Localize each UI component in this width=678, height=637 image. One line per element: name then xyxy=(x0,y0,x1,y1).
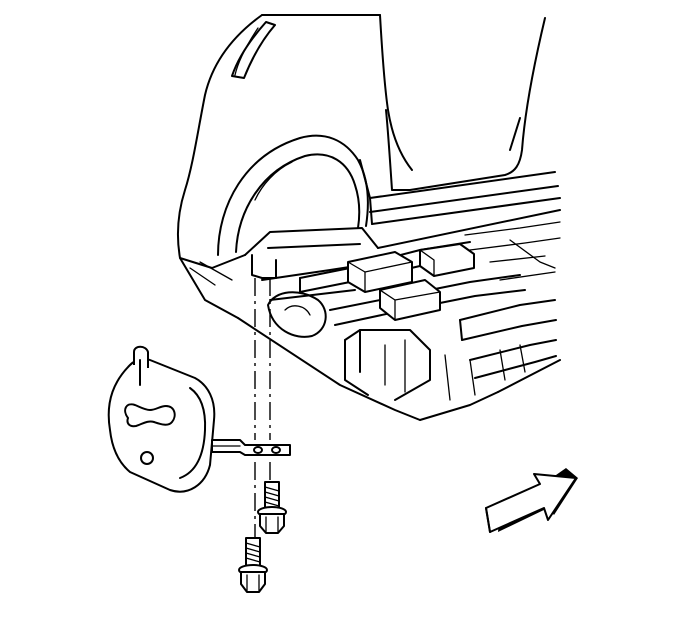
bolt-icon xyxy=(257,481,287,534)
underbody-floor-pan xyxy=(237,221,561,421)
vehicle-rear-body xyxy=(176,14,561,319)
exhaust-insulator-icon xyxy=(107,345,291,493)
bolt-icon xyxy=(238,537,268,593)
direction-arrow-icon xyxy=(485,468,578,533)
